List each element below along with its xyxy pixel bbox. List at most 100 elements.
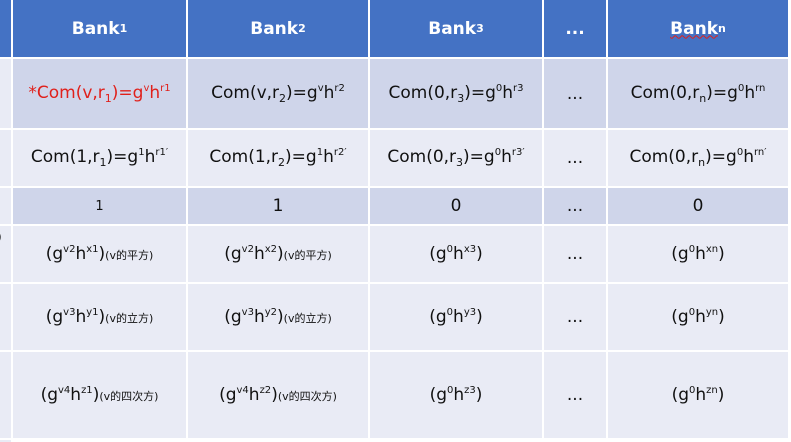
cell-formula: (gv3hy1)(v的立方) [46, 307, 154, 327]
cell-formula: Com(1,r1)=g1hr1′ [31, 147, 168, 169]
formula-part: h [695, 385, 707, 405]
row-divider [0, 438, 791, 440]
formula-part: ) [271, 385, 278, 405]
formula-part: 0 [450, 196, 462, 216]
formula-part: h [70, 385, 82, 405]
formula-part: 0 [494, 147, 502, 158]
table-cell: Com(1,r1)=g1hr1′ [13, 130, 186, 186]
formula-part: Com(v,r [211, 82, 280, 103]
formula-part: h [149, 82, 161, 103]
header-label: Bank [428, 18, 477, 39]
formula-part: x1 [86, 244, 99, 255]
table-cell: (g0hx3) [370, 226, 542, 282]
formula-part: z3 [464, 385, 476, 396]
table-cell: ... [544, 59, 606, 128]
formula-part: r2 [334, 82, 345, 94]
column-divider [368, 0, 370, 442]
formula-part: 1 [272, 196, 284, 216]
formula-part: ) [718, 307, 725, 327]
formula-part: h [453, 307, 464, 327]
formula-part: (g [45, 244, 64, 264]
header-sub: n [718, 22, 726, 35]
formula-part: )=g [106, 147, 139, 167]
table-cell: 1 [188, 188, 368, 224]
cell-formula: ... [567, 84, 583, 104]
formula-part: 0 [447, 385, 454, 396]
formula-part: r1 [160, 82, 171, 94]
formula-part: yn [705, 307, 719, 318]
formula-part: y3 [463, 307, 477, 318]
formula-part: (g [224, 307, 242, 327]
formula-part: )=g [286, 82, 318, 103]
formula-part: r3 [513, 82, 524, 94]
formula-part: ... [566, 83, 584, 104]
formula-part: ) [277, 244, 284, 264]
table-cell: 0 [608, 188, 788, 224]
table-cell: (g0hz3) [370, 352, 542, 438]
header-label: Bank [71, 18, 120, 39]
column-divider [11, 0, 13, 442]
formula-part: h [695, 307, 706, 327]
table-cell: Com(0,r3)=g0hr3′ [370, 130, 542, 186]
table-cell: (g0hxn) [608, 226, 788, 282]
column-divider [788, 0, 790, 442]
formula-part: (g [429, 307, 447, 327]
formula-part: Com(1,r [30, 147, 100, 167]
formula-part: *Com(v,r [28, 82, 105, 103]
formula-part: (g [671, 307, 689, 327]
cell-formula: (g0hx3) [429, 244, 483, 264]
column-divider [542, 0, 544, 442]
formula-part: v [317, 82, 324, 94]
formula-part: 0 [688, 244, 696, 255]
formula-part: 1 [95, 198, 104, 214]
cell-formula: 0 [451, 196, 462, 216]
row-divider [0, 57, 791, 59]
formula-part: (g [429, 385, 447, 405]
table-cell: (g0hzn) [608, 352, 788, 438]
formula-part: 0 [737, 82, 745, 94]
formula-part: h [695, 244, 706, 264]
formula-part: z1 [81, 385, 93, 396]
cell-formula: 1 [95, 199, 103, 214]
formula-part: r2′ [333, 147, 347, 158]
formula-part: r1′ [155, 147, 169, 158]
formula-part: h [502, 82, 514, 103]
cell-formula: (gv4hz1)(v的四次方) [41, 385, 159, 405]
formula-part: h [501, 147, 512, 167]
formula-part: h [144, 147, 156, 167]
formula-part: h [453, 385, 465, 405]
formula-part: (v的立方) [105, 312, 154, 325]
formula-part: x2 [264, 244, 278, 255]
cell-formula: Com(1,r2)=g1hr2′ [209, 147, 346, 169]
row-divider [0, 282, 791, 284]
formula-part: )=g [464, 82, 496, 103]
formula-part: rn′ [753, 147, 767, 158]
formula-part: ) [476, 307, 483, 327]
formula-part: 0 [688, 307, 696, 318]
table-cell: (g0hyn) [608, 284, 788, 350]
table-cell: *Com(v,r1)=gvhr1 [13, 59, 186, 128]
cell-formula: (g0hy3) [429, 307, 483, 327]
formula-part: ) [98, 244, 106, 264]
header-label: Bank [670, 18, 718, 39]
formula-part: )=g [111, 82, 144, 103]
header-ellipsis: ... [544, 0, 606, 57]
table-cell: (gv4hz2)(v的四次方) [188, 352, 368, 438]
cell-formula: (gv2hx1)(v的平方) [46, 244, 154, 264]
formula-part: v [143, 82, 150, 94]
table-cell: (gv3hy1)(v的立方) [13, 284, 186, 350]
table-cell: (gv4hz1)(v的四次方) [13, 352, 186, 438]
formula-part: Com(1,r [209, 147, 279, 167]
cell-formula: Com(v,r2)=gvhr2 [211, 83, 345, 105]
formula-part: h [744, 82, 756, 103]
cell-formula: (g0hz3) [430, 385, 483, 405]
table-cell: (g0hy3) [370, 284, 542, 350]
formula-part: (g [429, 244, 447, 264]
header-label: Bank [250, 18, 299, 39]
formula-part: (g [671, 244, 689, 264]
formula-part: v4 [236, 385, 249, 396]
formula-part: (g [219, 385, 237, 405]
formula-part: ) [475, 385, 483, 405]
